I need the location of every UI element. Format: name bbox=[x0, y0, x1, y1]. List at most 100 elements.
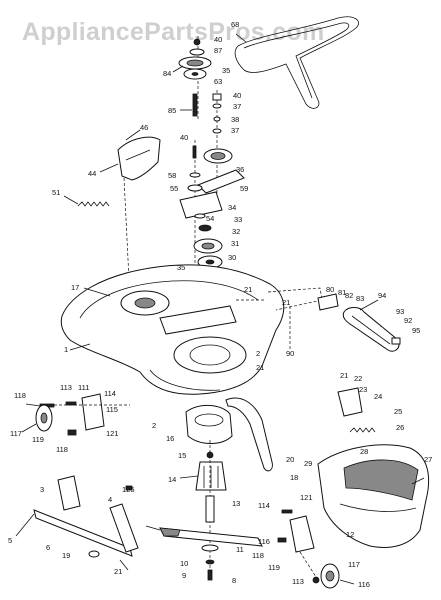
callout-5: 5 bbox=[8, 536, 12, 545]
discharge-chute bbox=[317, 444, 430, 548]
upper-pulley-assembly bbox=[178, 36, 212, 120]
callout-2: 2 bbox=[152, 421, 156, 430]
callout-labels: 68 40 87 84 35 63 85 40 37 38 37 46 40 3… bbox=[8, 20, 432, 589]
callout-15: 15 bbox=[178, 451, 186, 460]
callout-118: 118 bbox=[14, 391, 26, 400]
callout-8: 8 bbox=[232, 576, 236, 585]
callout-51: 51 bbox=[52, 188, 60, 197]
callout-35: 35 bbox=[177, 263, 185, 272]
callout-37: 37 bbox=[231, 126, 239, 135]
callout-87: 87 bbox=[214, 46, 222, 55]
front-link-assembly bbox=[33, 475, 139, 571]
callout-21: 21 bbox=[114, 567, 122, 576]
callout-55: 55 bbox=[170, 184, 178, 193]
callout-26: 26 bbox=[396, 423, 404, 432]
callout-19: 19 bbox=[62, 551, 70, 560]
callout-2: 2 bbox=[256, 349, 260, 358]
callout-22: 22 bbox=[354, 374, 362, 383]
callout-58: 58 bbox=[168, 171, 176, 180]
callout-18: 18 bbox=[290, 473, 298, 482]
callout-20: 20 bbox=[286, 455, 294, 464]
right-gauge-wheel bbox=[277, 509, 340, 589]
callout-116: 116 bbox=[258, 537, 270, 546]
callout-113: 113 bbox=[292, 577, 304, 586]
callout-93: 93 bbox=[396, 307, 404, 316]
callout-54: 54 bbox=[206, 214, 214, 223]
callout-92: 92 bbox=[404, 316, 412, 325]
callout-27: 27 bbox=[424, 455, 432, 464]
callout-121: 121 bbox=[300, 493, 313, 502]
watermark: AppliancePartsPros.com bbox=[22, 18, 325, 46]
callout-6: 6 bbox=[46, 543, 50, 552]
callout-40: 40 bbox=[214, 35, 222, 44]
callout-35: 35 bbox=[222, 66, 230, 75]
callout-95: 95 bbox=[412, 326, 420, 335]
callout-111: 111 bbox=[78, 383, 89, 392]
callout-94: 94 bbox=[378, 291, 386, 300]
callout-34: 34 bbox=[228, 203, 236, 212]
callout-38: 38 bbox=[231, 115, 239, 124]
callout-83: 83 bbox=[356, 294, 364, 303]
callout-40: 40 bbox=[233, 91, 241, 100]
callout-68: 68 bbox=[231, 20, 239, 29]
callout-33: 33 bbox=[234, 215, 242, 224]
callout-12: 12 bbox=[346, 530, 354, 539]
callout-25: 25 bbox=[394, 407, 402, 416]
callout-10: 10 bbox=[180, 559, 188, 568]
callout-17: 17 bbox=[71, 283, 79, 292]
callout-3: 3 bbox=[40, 485, 44, 494]
callout-30: 30 bbox=[228, 253, 236, 262]
callout-115: 115 bbox=[106, 405, 118, 414]
callout-63: 63 bbox=[214, 77, 222, 86]
callout-37: 37 bbox=[233, 102, 241, 111]
callout-118: 118 bbox=[252, 551, 264, 560]
callout-40: 40 bbox=[180, 133, 188, 142]
callout-44: 44 bbox=[88, 169, 96, 178]
callout-4: 4 bbox=[108, 495, 112, 504]
callout-31: 31 bbox=[231, 239, 239, 248]
blade-spindle-assembly bbox=[185, 397, 273, 580]
idler-pulley-assembly bbox=[197, 90, 245, 200]
callout-119: 119 bbox=[268, 563, 280, 572]
callout-84: 84 bbox=[163, 69, 171, 78]
callout-13: 13 bbox=[232, 499, 240, 508]
callout-119: 119 bbox=[32, 435, 44, 444]
callout-32: 32 bbox=[232, 227, 240, 236]
right-deck-bracket bbox=[337, 387, 376, 433]
mower-deck bbox=[60, 264, 285, 395]
callout-36: 36 bbox=[236, 165, 244, 174]
mower-belt bbox=[234, 16, 359, 109]
callout-59: 59 bbox=[240, 184, 248, 193]
mower-blade bbox=[159, 527, 263, 581]
callout-28: 28 bbox=[360, 447, 368, 456]
callout-114: 114 bbox=[104, 389, 116, 398]
callout-11: 11 bbox=[236, 545, 244, 554]
callout-121: 121 bbox=[106, 429, 119, 438]
callout-21: 21 bbox=[340, 371, 348, 380]
callout-82: 82 bbox=[345, 291, 353, 300]
callout-90: 90 bbox=[286, 349, 294, 358]
callout-9: 9 bbox=[182, 571, 186, 580]
spring bbox=[77, 201, 110, 207]
callout-117: 117 bbox=[348, 560, 360, 569]
callout-116: 116 bbox=[358, 580, 370, 589]
callout-21: 21 bbox=[256, 363, 264, 372]
callout-46: 46 bbox=[140, 123, 148, 132]
callout-16: 16 bbox=[166, 434, 174, 443]
callout-113: 113 bbox=[60, 383, 72, 392]
callout-80: 80 bbox=[326, 285, 334, 294]
left-gauge-wheel bbox=[35, 393, 130, 436]
callout-29: 29 bbox=[304, 459, 312, 468]
callout-14: 14 bbox=[168, 475, 176, 484]
callout-81: 81 bbox=[338, 288, 346, 297]
callout-117: 117 bbox=[10, 429, 22, 438]
callout-21: 21 bbox=[282, 298, 290, 307]
callout-114: 114 bbox=[258, 501, 270, 510]
callout-1: 1 bbox=[64, 345, 68, 354]
callout-23: 23 bbox=[359, 385, 367, 394]
deck-rear-rail bbox=[267, 287, 401, 352]
callout-21: 21 bbox=[244, 285, 252, 294]
callout-24: 24 bbox=[374, 392, 382, 401]
callout-125: 125 bbox=[122, 485, 135, 494]
